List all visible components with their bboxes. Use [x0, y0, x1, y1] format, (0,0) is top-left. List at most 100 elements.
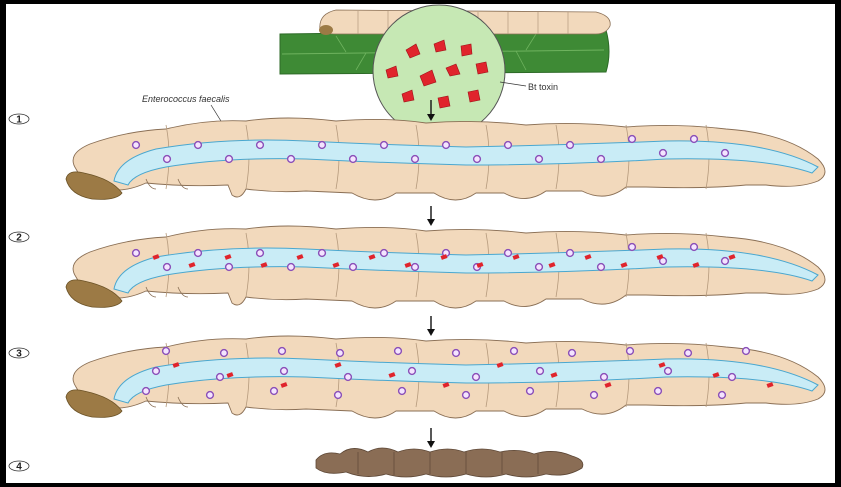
larva-leg	[177, 286, 189, 298]
toxin-crystal	[442, 382, 450, 388]
toxin-crystal	[476, 262, 484, 268]
bacterium	[565, 140, 575, 150]
bacterium	[335, 348, 345, 358]
bacterium	[683, 348, 693, 358]
bacterium	[393, 346, 403, 356]
bacterium	[141, 386, 151, 396]
toxin-crystal	[656, 254, 664, 260]
bacterium	[193, 140, 203, 150]
larva-head	[65, 279, 123, 308]
bacterium	[627, 134, 637, 144]
larva-leg	[145, 396, 157, 408]
larva-stage-1	[65, 117, 826, 201]
bacterium	[286, 154, 296, 164]
bacterium	[151, 366, 161, 376]
bacterium	[269, 386, 279, 396]
bacterium	[720, 148, 730, 158]
svg-text:2: 2	[16, 233, 22, 244]
arrow-4	[427, 428, 435, 448]
toxin-crystal	[404, 262, 412, 268]
bacterium	[741, 346, 751, 356]
bacterium	[131, 140, 141, 150]
larva-stage-3	[65, 335, 826, 419]
larva-head	[65, 389, 123, 418]
stage-marker-1: 1	[8, 113, 30, 126]
bacterium-label: Enterococcus faecalis	[142, 94, 230, 104]
toxin-crystal	[172, 362, 180, 368]
bacterium	[535, 366, 545, 376]
toxin-crystal	[512, 254, 520, 260]
larva-gut	[113, 357, 819, 404]
bacterium	[219, 348, 229, 358]
toxin-crystal	[584, 254, 592, 260]
stage-marker-3: 3	[8, 347, 30, 360]
toxin-crystal	[152, 254, 160, 260]
bacterium	[472, 154, 482, 164]
toxin-crystal	[548, 262, 556, 268]
bacterium	[565, 248, 575, 258]
toxin-crystal	[224, 254, 232, 260]
bacterium	[441, 140, 451, 150]
toxin-callout-line	[499, 81, 527, 87]
bacterium	[286, 262, 296, 272]
bacterium	[255, 248, 265, 258]
bacterium	[162, 154, 172, 164]
bacterium	[255, 140, 265, 150]
stage-marker-2: 2	[8, 231, 30, 244]
bacterium	[451, 348, 461, 358]
stage-marker-4: 4	[8, 460, 30, 473]
bacterium	[525, 386, 535, 396]
toxin-crystal	[280, 382, 288, 388]
bt-toxin-infection-diagram: Bt toxin 1 2 3 4	[8, 4, 826, 478]
svg-text:3: 3	[16, 349, 22, 360]
toxin-crystal	[334, 362, 342, 368]
toxin-crystal	[728, 254, 736, 260]
arrow-2	[427, 206, 435, 226]
bacterium	[410, 262, 420, 272]
svg-text:1: 1	[16, 115, 22, 126]
bacterium	[224, 262, 234, 272]
bacterium	[727, 372, 737, 382]
bacterium	[567, 348, 577, 358]
bacterium	[461, 390, 471, 400]
toxin-crystal	[260, 262, 268, 268]
bacterium	[162, 262, 172, 272]
arrows	[427, 100, 435, 448]
larva-gut	[113, 139, 819, 186]
toxin-crystal	[226, 372, 234, 378]
toxin-label: Bt toxin	[528, 82, 558, 92]
toxin-crystal	[550, 372, 558, 378]
toxin-crystal	[604, 382, 612, 388]
bacterium	[720, 256, 730, 266]
bacterium	[503, 140, 513, 150]
bacterium	[348, 262, 358, 272]
toxin-crystal	[620, 262, 628, 268]
toxin-crystal	[332, 262, 340, 268]
larva-leg	[177, 396, 189, 408]
bacterium	[407, 366, 417, 376]
bacterium	[410, 154, 420, 164]
dead-larva	[315, 447, 584, 478]
bacterium	[193, 248, 203, 258]
bacterium	[627, 242, 637, 252]
bacterium	[279, 366, 289, 376]
bacterium	[509, 346, 519, 356]
bacterium	[503, 248, 513, 258]
bacterium	[471, 372, 481, 382]
bacterium	[596, 262, 606, 272]
toxin-crystal	[388, 372, 396, 378]
bacterium	[317, 248, 327, 258]
larva-leg	[177, 178, 189, 190]
arrow-1	[427, 100, 435, 121]
bacterium	[625, 346, 635, 356]
larva-leg	[145, 286, 157, 298]
toxin-crystal	[712, 372, 720, 378]
bacterium	[589, 390, 599, 400]
arrow-3	[427, 316, 435, 336]
bacterium	[277, 346, 287, 356]
leaf-feeding-scene: Bt toxin	[279, 4, 611, 138]
stage-markers: 1 2 3 4	[8, 113, 30, 473]
bacterium	[131, 248, 141, 258]
bacterium	[397, 386, 407, 396]
toxin-crystal	[440, 254, 448, 260]
